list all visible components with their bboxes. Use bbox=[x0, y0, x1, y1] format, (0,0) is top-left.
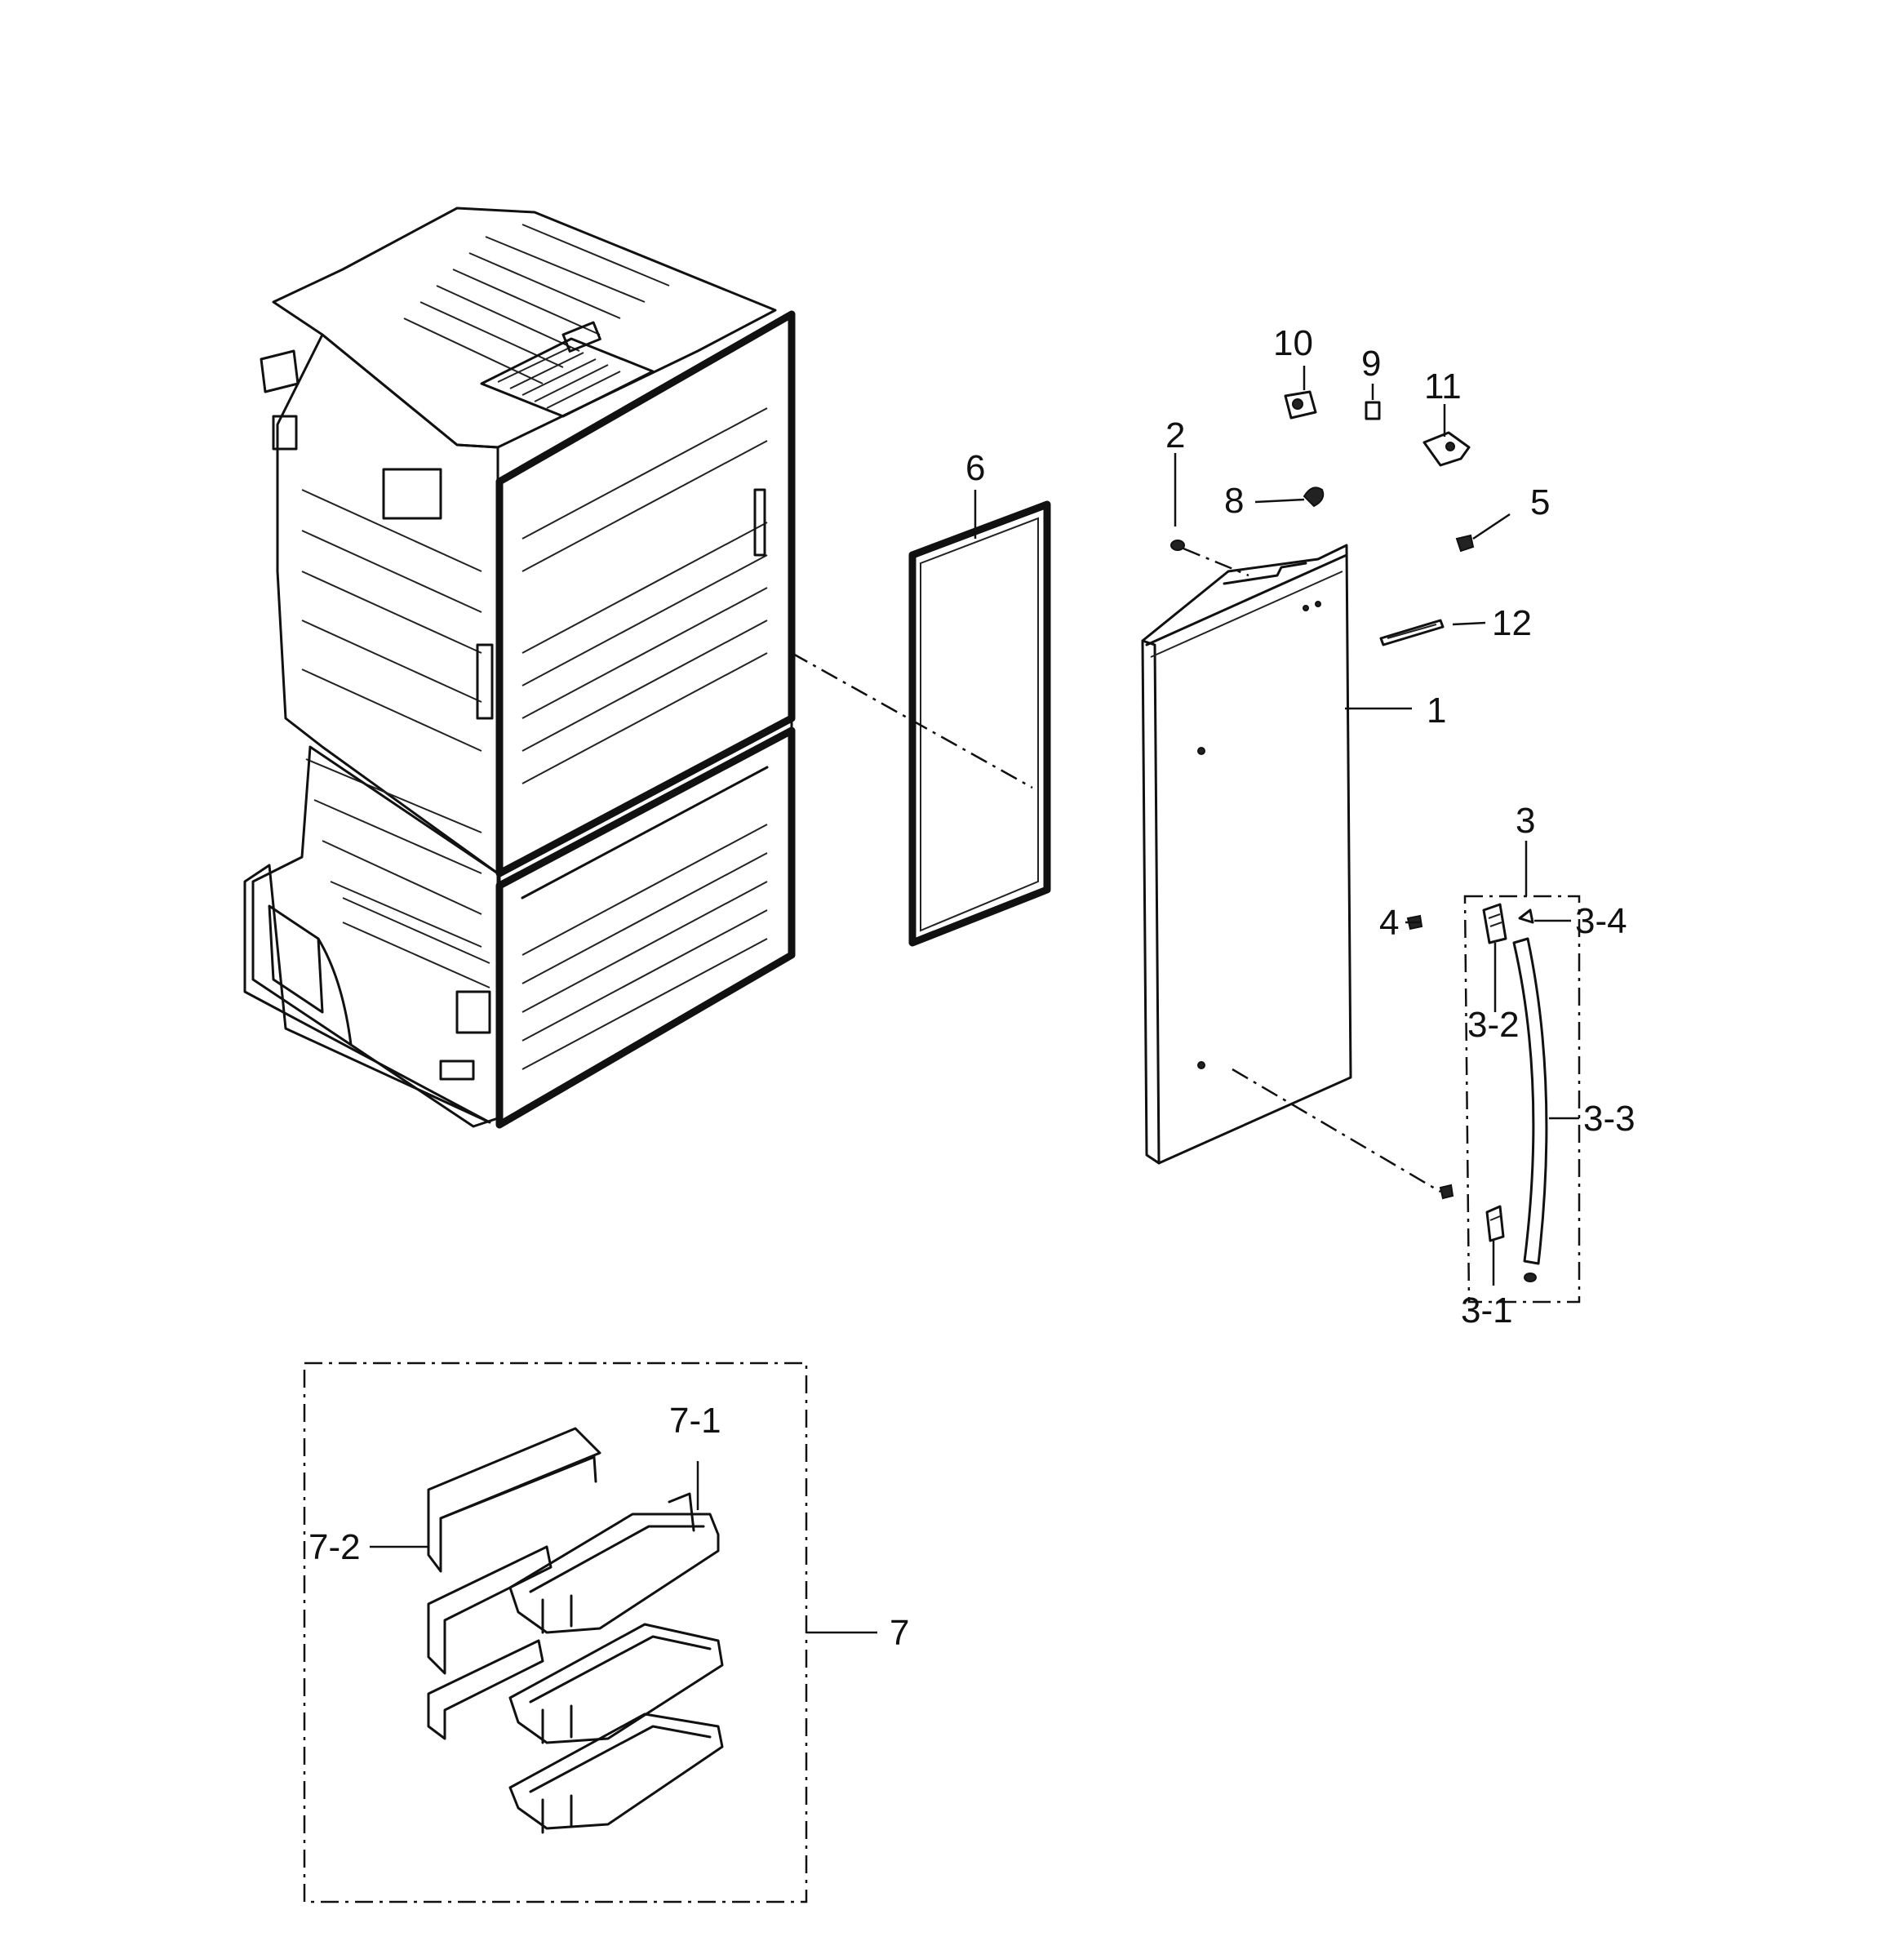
callout-8: 8 bbox=[1224, 481, 1244, 521]
handle-cap-top bbox=[1518, 908, 1534, 924]
callout-9: 9 bbox=[1361, 344, 1381, 384]
callout-4: 4 bbox=[1379, 903, 1399, 943]
callout-5: 5 bbox=[1530, 482, 1550, 522]
pin-part-8 bbox=[1303, 486, 1325, 508]
screw-lower bbox=[1439, 1184, 1454, 1200]
door-bin-set bbox=[303, 1362, 808, 1903]
handle-assembly bbox=[1463, 895, 1581, 1304]
callout-6: 6 bbox=[965, 448, 985, 488]
callout-3: 3 bbox=[1516, 801, 1535, 841]
door-gasket bbox=[908, 500, 1051, 947]
callout-7-2: 7-2 bbox=[308, 1527, 361, 1567]
callout-2: 2 bbox=[1165, 415, 1185, 455]
refrigerator-door bbox=[1141, 544, 1352, 1165]
handle-bracket-upper bbox=[1482, 903, 1507, 944]
bushing-part-5 bbox=[1455, 534, 1475, 553]
block-part-9 bbox=[1365, 401, 1381, 420]
handle-cap-bottom bbox=[1524, 1273, 1537, 1282]
alignment-line-cabinet bbox=[791, 651, 1033, 789]
callout-3-3: 3-3 bbox=[1583, 1099, 1635, 1139]
leader-lines bbox=[370, 366, 1579, 1634]
callout-7-1: 7-1 bbox=[669, 1401, 721, 1441]
refrigerator-cabinet bbox=[243, 207, 796, 1129]
hinge-cover-part-10 bbox=[1284, 390, 1317, 420]
callout-7: 7 bbox=[890, 1613, 909, 1653]
handle-bracket-lower bbox=[1485, 1205, 1505, 1242]
callout-1: 1 bbox=[1427, 691, 1446, 731]
callout-3-2: 3-2 bbox=[1467, 1005, 1520, 1045]
alignment-line-cap bbox=[1183, 547, 1249, 577]
handle-bar bbox=[1512, 937, 1548, 1265]
callout-11: 11 bbox=[1424, 366, 1462, 406]
callout-12: 12 bbox=[1492, 603, 1532, 643]
callout-3-4: 3-4 bbox=[1575, 901, 1627, 941]
cap-part-2 bbox=[1170, 540, 1185, 551]
alignment-line-door bbox=[1232, 1068, 1441, 1193]
callout-3-1: 3-1 bbox=[1461, 1290, 1513, 1330]
emblem-part-12 bbox=[1379, 619, 1445, 646]
callout-10: 10 bbox=[1273, 323, 1313, 363]
part-callouts: 1 2 3 3-1 3-2 3-3 3-4 4 5 6 7 7-1 7-2 8 … bbox=[308, 323, 1635, 1653]
